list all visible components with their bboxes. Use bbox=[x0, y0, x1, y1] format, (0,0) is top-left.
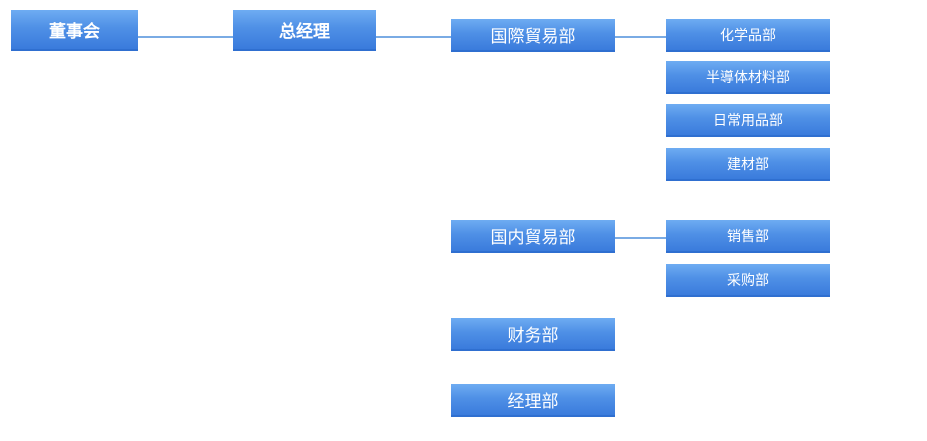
subdept-chemicals[interactable]: 化学品部 bbox=[666, 19, 830, 52]
dept-management[interactable]: 经理部 bbox=[451, 384, 615, 417]
subdept-semiconductor-materials[interactable]: 半導体材料部 bbox=[666, 61, 830, 94]
dept-international-trade[interactable]: 国際貿易部 bbox=[451, 19, 615, 52]
dept-domestic-trade[interactable]: 国内貿易部 bbox=[451, 220, 615, 253]
subdept-building-materials[interactable]: 建材部 bbox=[666, 148, 830, 181]
subdept-purchasing[interactable]: 采购部 bbox=[666, 264, 830, 297]
subdept-daily-goods[interactable]: 日常用品部 bbox=[666, 104, 830, 137]
general-manager-box[interactable]: 总经理 bbox=[233, 10, 376, 51]
dept-finance[interactable]: 财务部 bbox=[451, 318, 615, 351]
board-box[interactable]: 董事会 bbox=[11, 10, 138, 51]
subdept-sales[interactable]: 销售部 bbox=[666, 220, 830, 253]
